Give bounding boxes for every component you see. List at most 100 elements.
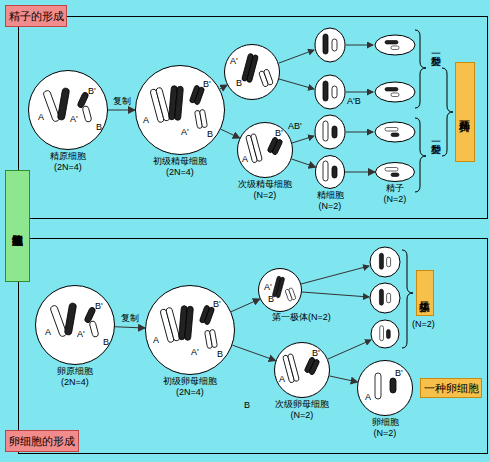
allele-letter: B	[207, 129, 213, 140]
allele-letter: A	[153, 335, 159, 346]
cell-circle: AA'BB'初级精母细胞 (2N=4)	[135, 65, 225, 155]
cell-caption: 卵原细胞 (2N=4)	[54, 366, 96, 388]
edge-label: 复制	[110, 96, 134, 107]
cell-caption: 第一极体(N=2)	[272, 312, 342, 323]
arrow-connector	[220, 85, 227, 89]
genotype-label: AB'	[288, 121, 302, 132]
cell-circle: AB'卵细胞 (N=2)	[357, 360, 413, 416]
arrow-connector	[231, 299, 260, 312]
cell-circle: 精细胞 (N=2)	[315, 155, 345, 189]
ploidy-note: (N=2)	[412, 319, 435, 330]
cell-outline	[136, 66, 225, 155]
chromosome-set	[323, 81, 337, 101]
allele-letter: B	[244, 400, 250, 411]
chromosome-set	[385, 128, 399, 137]
allele-letter: B'	[275, 128, 283, 139]
section-frame: 精子的形成AA'BB'精原细胞 (2N=4)AA'BB'初级精母细胞 (2N=4…	[18, 16, 488, 219]
cell-circle: AB'次级精母细胞 (N=2)	[237, 122, 293, 178]
allele-letter: B'	[88, 86, 96, 97]
cell-circle: A' B	[224, 44, 280, 100]
cell-circle: AA'BB'初级卵母细胞 (2N=4)	[145, 285, 235, 375]
cell-circle: AB'次级卵母细胞 (N=2)	[274, 342, 330, 398]
chromosome-set	[379, 289, 390, 305]
cell-caption: 次级精母细胞 (N=2)	[235, 179, 295, 201]
chromosome-set	[385, 41, 399, 50]
note-box: 一种卵细胞	[420, 378, 482, 398]
cell-outline	[357, 360, 413, 416]
allele-letter: A'	[191, 347, 199, 358]
section-heading: 精子的形成	[5, 5, 67, 27]
genotype-label: A'B	[347, 96, 361, 107]
allele-letter: B	[103, 337, 109, 348]
cell-caption: 初级卵母细胞 (2N=4)	[160, 376, 220, 398]
allele-letter: B	[217, 349, 223, 360]
cell-circle: AA'BB'精原细胞 (2N=4)	[28, 70, 108, 150]
allele-letter: B'	[312, 348, 320, 359]
chromosome-set	[379, 253, 390, 269]
cell-outline	[316, 156, 345, 189]
allele-letter: A'	[181, 127, 189, 138]
cell-outline	[237, 122, 293, 178]
allele-letter: B'	[95, 301, 103, 312]
arrow-connector	[232, 345, 275, 360]
allele-letter: B	[268, 294, 274, 305]
note-text: 一种卵细胞	[424, 382, 479, 394]
cell-outline	[274, 342, 330, 398]
cell-outline	[275, 343, 330, 398]
arrow-connector	[108, 110, 135, 111]
allele-letter: A	[45, 327, 51, 338]
allele-letter: A	[365, 392, 371, 403]
allele-letter: B'	[395, 368, 403, 379]
arrow-connector	[345, 172, 375, 173]
cell-outline	[375, 162, 415, 182]
arrow-connector	[221, 129, 240, 138]
chromosome-set	[323, 121, 337, 141]
allele-letter: B'	[203, 79, 211, 90]
cell-outline	[376, 163, 415, 182]
topic-band: 有性生殖细胞的形成	[5, 170, 30, 282]
cell-caption: 次级卵母细胞 (N=2)	[272, 399, 332, 421]
cell-caption: 精子 (N=2)	[381, 183, 409, 205]
allele-letter: A'	[77, 329, 85, 340]
cell-caption: 精原细胞 (2N=4)	[47, 151, 89, 173]
note-box: 第二极体(N=2)	[416, 270, 434, 316]
allele-letter: A	[143, 115, 149, 126]
section-frame: 卵细胞的形成AA'BB'卵原细胞 (2N=4)AA'BB'初级卵母细胞 (2N=…	[18, 238, 488, 454]
cell-outline	[315, 28, 415, 348]
allele-letter: B	[236, 78, 242, 89]
cell-outline	[36, 286, 115, 365]
cell-outline	[358, 361, 413, 416]
cell-caption: 卵细胞 (N=2)	[369, 417, 401, 439]
allele-letter: A	[279, 374, 285, 385]
allele-letter: A'	[264, 282, 272, 293]
edge-label: 复制	[118, 313, 142, 324]
allele-letter: A'	[230, 56, 238, 67]
sperm-cell: 精子 (N=2)	[375, 162, 415, 182]
arrow-connector	[292, 159, 316, 167]
cell-outline	[315, 155, 345, 189]
allele-letter: A	[242, 154, 248, 165]
section-heading: 卵细胞的形成	[5, 430, 79, 452]
cell-outline	[225, 45, 280, 100]
division-arrow	[279, 45, 373, 359]
cell-outline	[29, 71, 108, 150]
chromosome-set	[380, 326, 391, 341]
arrow-connector	[329, 376, 357, 382]
cell-outline	[238, 123, 293, 178]
cell-outline	[224, 44, 280, 100]
arrow-connector	[115, 327, 145, 328]
allele-letter: A'	[70, 114, 78, 125]
cell-circle: A'B第一极体(N=2)	[258, 268, 302, 312]
chromosome-set	[323, 34, 337, 54]
note-box: 共两种精子	[455, 62, 475, 162]
chromosome-set	[385, 88, 399, 97]
brace	[402, 30, 453, 348]
cell-caption: 初级精母细胞 (2N=4)	[150, 156, 210, 178]
cell-outline	[35, 285, 115, 365]
allele-letter: B	[96, 122, 102, 133]
allele-letter: A	[38, 112, 44, 123]
cell-outline	[135, 65, 225, 155]
cell-outline	[146, 286, 235, 375]
cell-outline	[259, 269, 302, 312]
